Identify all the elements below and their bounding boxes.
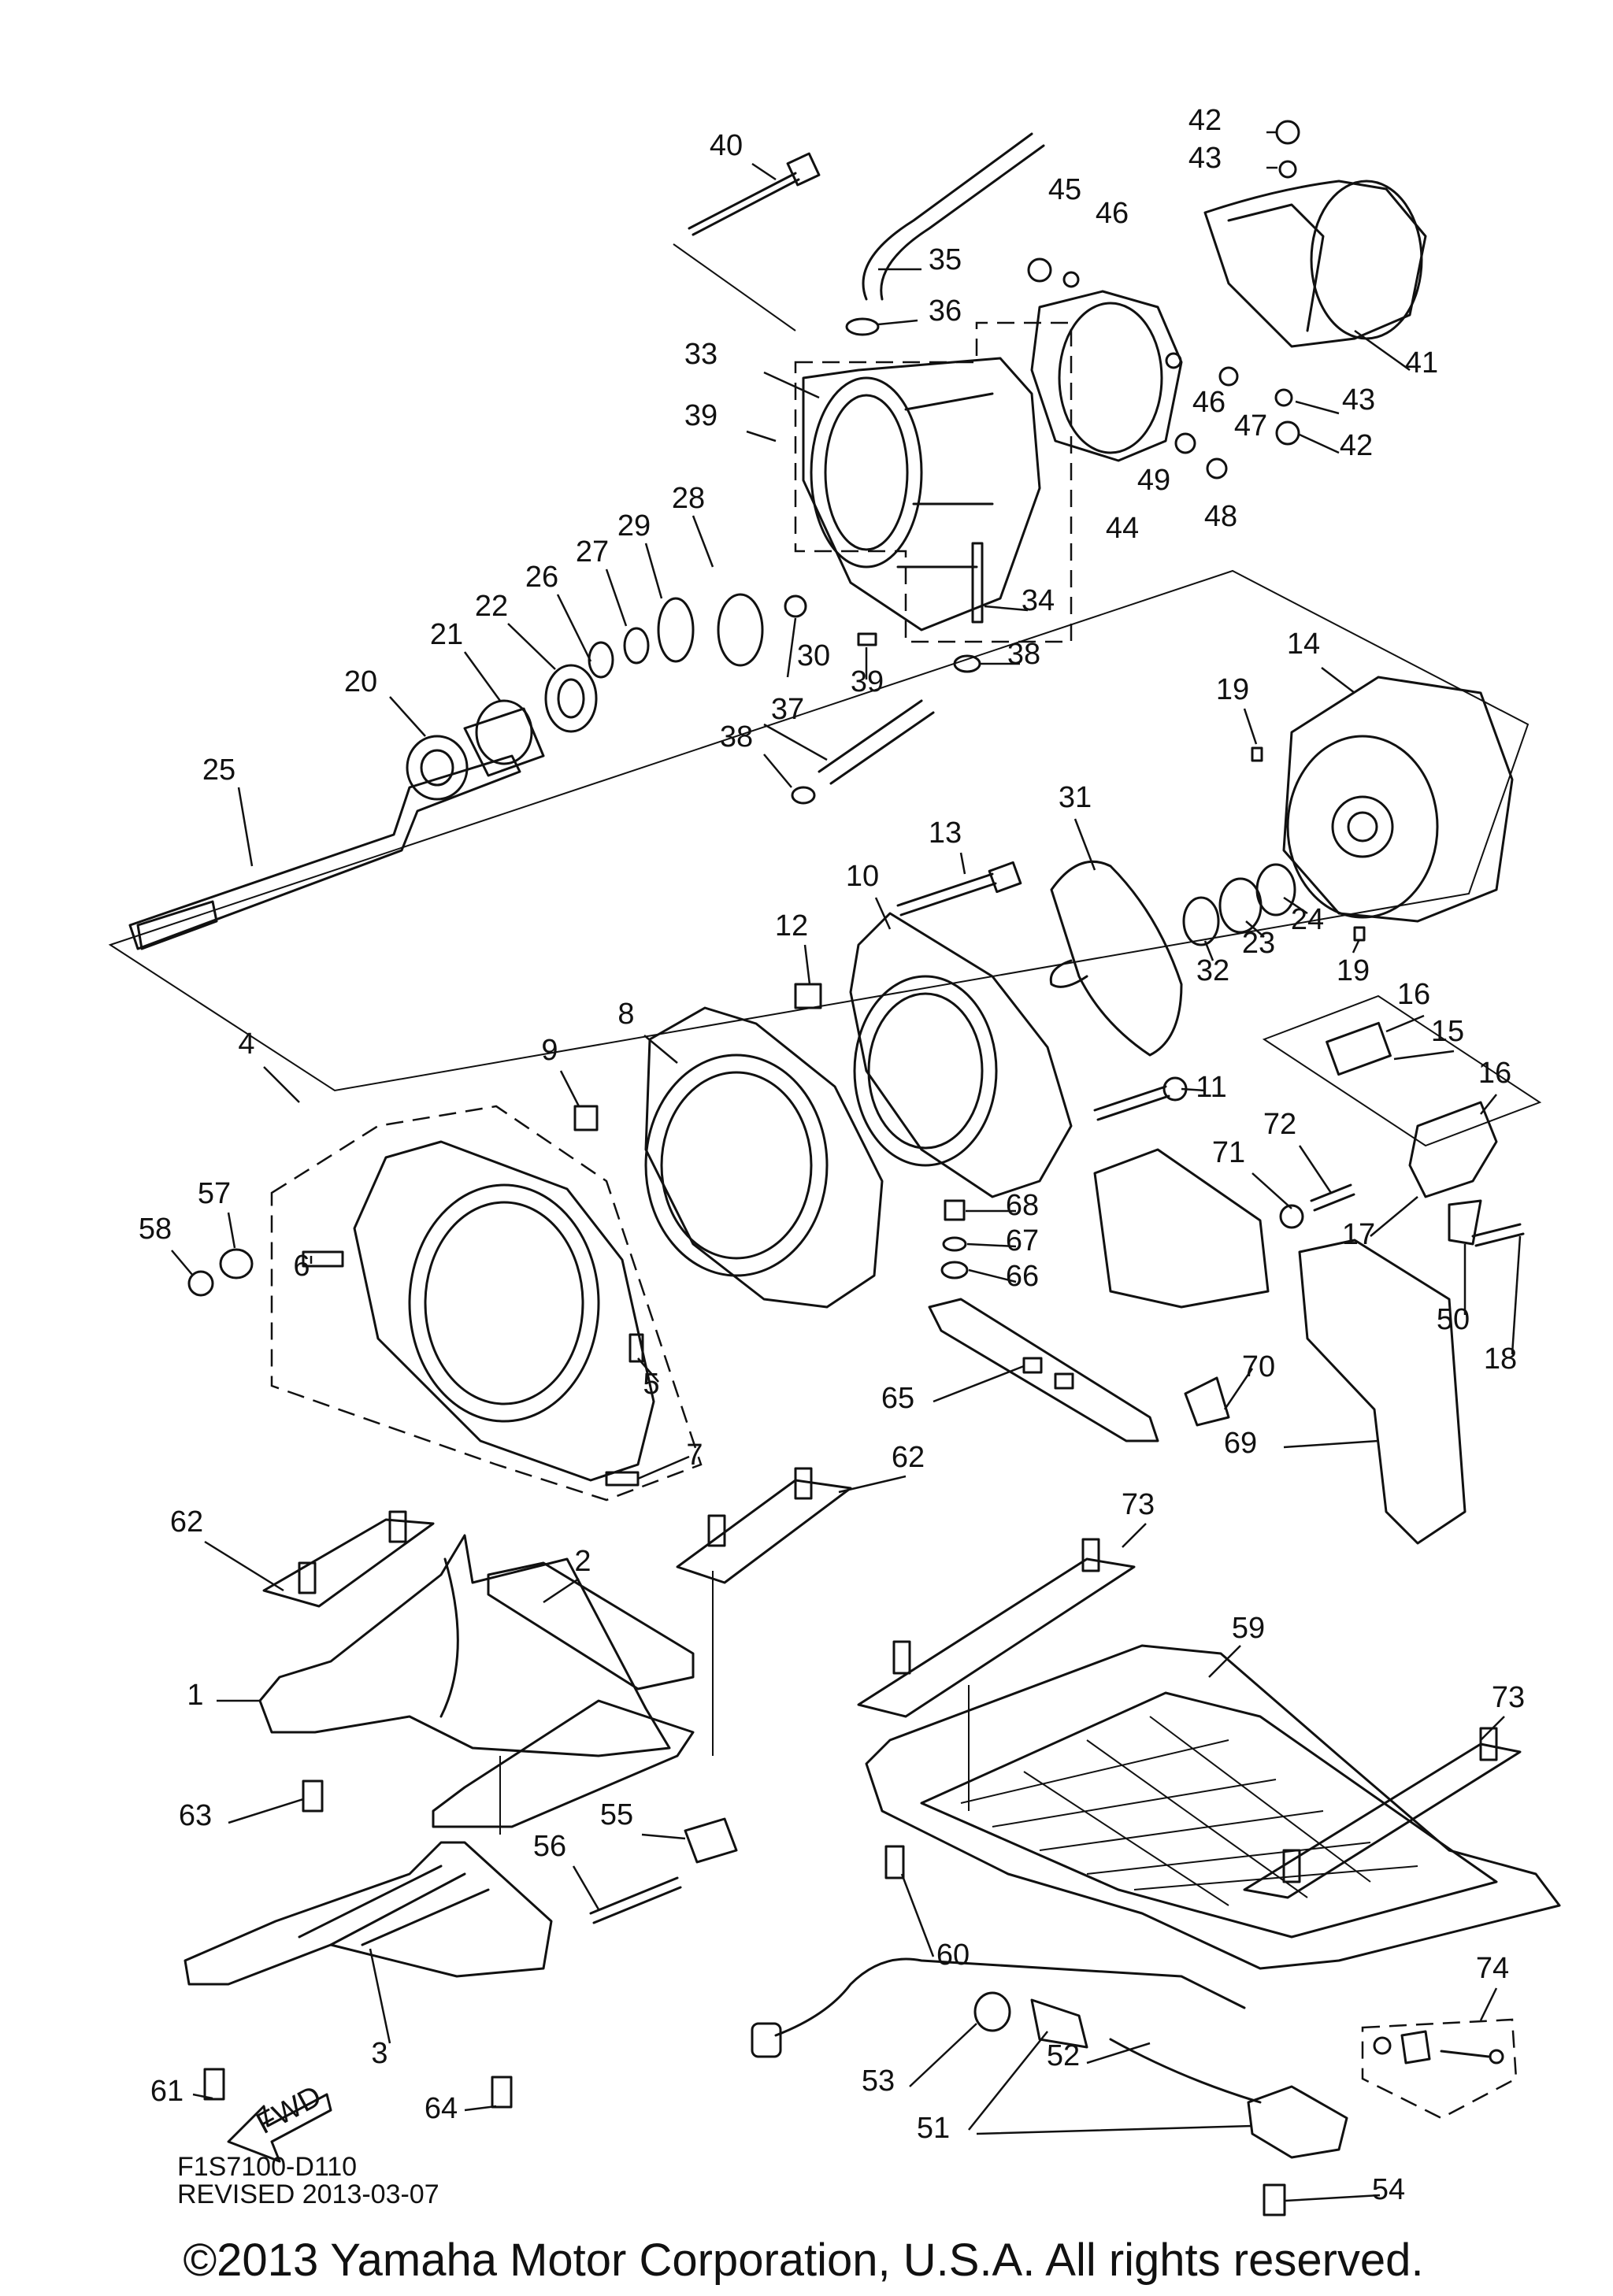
callout-30: 30 <box>797 639 830 672</box>
callout-62b: 62 <box>170 1505 203 1539</box>
callout-34: 34 <box>1022 584 1055 617</box>
callout-73b: 73 <box>1492 1681 1525 1714</box>
intake-assembly <box>184 1467 852 2163</box>
callout-58: 58 <box>139 1213 172 1246</box>
callout-45: 45 <box>1048 173 1081 206</box>
drive-shaft-assembly <box>108 569 1530 1092</box>
callout-12: 12 <box>775 909 808 942</box>
callout-69: 69 <box>1224 1427 1257 1460</box>
callout-4: 4 <box>238 1028 254 1061</box>
callout-11: 11 <box>1196 1071 1226 1104</box>
callout-44: 44 <box>1106 512 1139 545</box>
callout-41: 41 <box>1405 346 1438 380</box>
callout-24: 24 <box>1291 903 1324 936</box>
grate-and-sensor-assembly <box>751 1538 1561 2216</box>
callout-18: 18 <box>1484 1342 1517 1376</box>
callout-55: 55 <box>600 1798 633 1831</box>
callout-8: 8 <box>617 998 634 1031</box>
callout-33: 33 <box>684 338 718 371</box>
callout-46b: 46 <box>1192 386 1226 419</box>
drawing-code: F1S7100-D110 <box>177 2152 357 2182</box>
callout-29: 29 <box>617 509 651 543</box>
callout-19a: 19 <box>1216 673 1249 706</box>
callout-49: 49 <box>1137 464 1170 497</box>
callout-66: 66 <box>1006 1260 1039 1293</box>
callout-25: 25 <box>202 754 235 787</box>
callout-70: 70 <box>1242 1350 1275 1383</box>
callout-13: 13 <box>929 817 962 850</box>
callout-68: 68 <box>1006 1189 1039 1222</box>
callout-74: 74 <box>1476 1952 1509 1985</box>
callout-64: 64 <box>425 2092 458 2125</box>
callout-19b: 19 <box>1337 954 1370 987</box>
revision-date: REVISED 2013-03-07 <box>177 2179 439 2209</box>
copyright-notice: ©2013 Yamaha Motor Corporation, U.S.A. A… <box>183 2235 1423 2286</box>
callout-72: 72 <box>1263 1108 1296 1141</box>
callout-71: 71 <box>1212 1136 1245 1169</box>
nozzle-assembly <box>588 120 1427 805</box>
callout-53: 53 <box>862 2065 895 2098</box>
callout-56: 56 <box>533 1830 566 1863</box>
bracket-assembly <box>928 994 1542 1545</box>
callout-2: 2 <box>574 1545 591 1578</box>
callout-15: 15 <box>1431 1015 1464 1048</box>
callout-21: 21 <box>430 618 463 651</box>
callout-57: 57 <box>198 1177 231 1210</box>
callout-39b: 39 <box>851 665 884 698</box>
callout-38a: 38 <box>1007 638 1040 671</box>
callout-42b: 42 <box>1340 429 1373 462</box>
callout-52: 52 <box>1047 2039 1080 2072</box>
callout-54: 54 <box>1372 2173 1405 2206</box>
callout-51: 51 <box>917 2112 950 2145</box>
callout-23: 23 <box>1242 927 1275 960</box>
callout-38b: 38 <box>720 720 753 754</box>
callout-32: 32 <box>1196 954 1229 987</box>
callout-22: 22 <box>475 590 508 623</box>
callout-47: 47 <box>1234 409 1267 443</box>
callout-26: 26 <box>525 561 558 594</box>
pump-housing-assembly <box>187 861 1188 1502</box>
callout-39a: 39 <box>684 399 718 432</box>
callout-67: 67 <box>1006 1224 1039 1257</box>
callout-20: 20 <box>344 665 377 698</box>
callout-6: 6 <box>293 1250 310 1283</box>
callout-73a: 73 <box>1122 1488 1155 1521</box>
callout-37: 37 <box>771 693 804 726</box>
callout-43b: 43 <box>1342 383 1375 417</box>
callout-43a: 43 <box>1188 142 1222 175</box>
callout-46a: 46 <box>1096 197 1129 230</box>
callout-3: 3 <box>371 2037 387 2070</box>
callout-1: 1 <box>187 1679 203 1712</box>
callout-16a: 16 <box>1397 978 1430 1011</box>
callout-40: 40 <box>710 129 743 162</box>
callout-42a: 42 <box>1188 104 1222 137</box>
callout-63: 63 <box>179 1799 212 1832</box>
callout-59: 59 <box>1232 1612 1265 1645</box>
callout-28: 28 <box>672 482 705 515</box>
callout-7: 7 <box>686 1439 703 1472</box>
callout-17: 17 <box>1342 1218 1375 1251</box>
callout-48: 48 <box>1204 500 1237 533</box>
callout-27: 27 <box>576 535 609 568</box>
callout-9: 9 <box>541 1034 558 1067</box>
callout-35: 35 <box>929 243 962 276</box>
callout-65: 65 <box>881 1382 914 1415</box>
callout-36: 36 <box>929 294 962 328</box>
callout-60: 60 <box>936 1939 970 1972</box>
callout-50: 50 <box>1437 1303 1470 1336</box>
callout-10: 10 <box>846 860 879 893</box>
callout-numbers: 4035363339282927262221202530393438373845… <box>139 104 1525 2206</box>
callout-61: 61 <box>150 2075 184 2108</box>
callout-62a: 62 <box>892 1441 925 1474</box>
callout-5: 5 <box>643 1368 659 1401</box>
leader-lines <box>171 131 1522 2202</box>
callout-14: 14 <box>1287 628 1320 661</box>
callout-31: 31 <box>1059 781 1092 814</box>
callout-16b: 16 <box>1478 1057 1511 1090</box>
